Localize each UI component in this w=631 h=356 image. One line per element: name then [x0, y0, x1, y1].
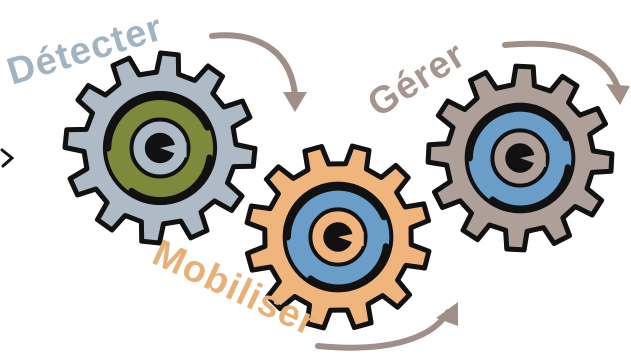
- manage-gear-icon: [425, 63, 615, 253]
- mobilise-gear-icon: [244, 143, 432, 331]
- tick-mark: [0, 148, 15, 168]
- arrow-to-manage-icon: [502, 40, 630, 105]
- arrow-mobilise-to-manage-icon: [315, 302, 458, 351]
- arrow-detect-to-mobilise-icon: [209, 32, 307, 112]
- detect-gear-icon: [62, 50, 258, 246]
